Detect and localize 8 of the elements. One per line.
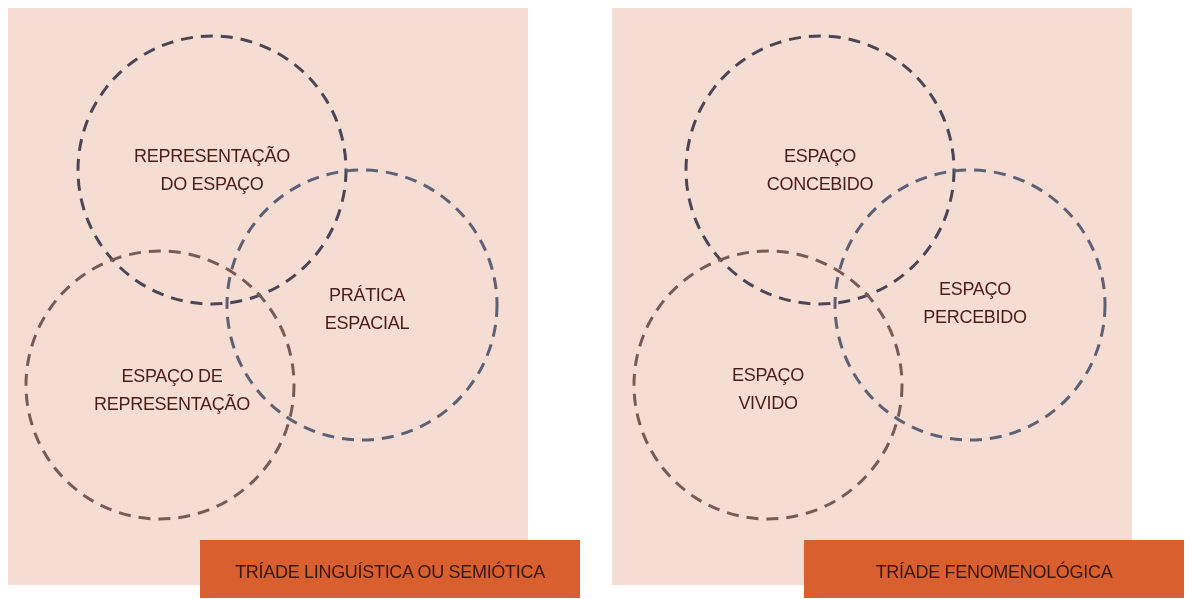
circle-label: REPRESENTAÇÃO DO ESPAÇO <box>133 145 291 196</box>
circle-label: ESPAÇO CONCEBIDO <box>765 145 875 196</box>
title-banner: TRÍADE FENOMENOLÓGICA <box>804 540 1184 598</box>
title-banner: TRÍADE LINGUÍSTICA OU SEMIÓTICA <box>200 540 580 598</box>
circle-label: ESPAÇO PERCEBIDO <box>922 278 1028 329</box>
circle-label: PRÁTICA ESPACIAL <box>323 284 411 335</box>
circle-label: ESPAÇO VIVIDO <box>731 364 805 415</box>
circle-label: ESPAÇO DE REPRESENTAÇÃO <box>93 365 251 416</box>
